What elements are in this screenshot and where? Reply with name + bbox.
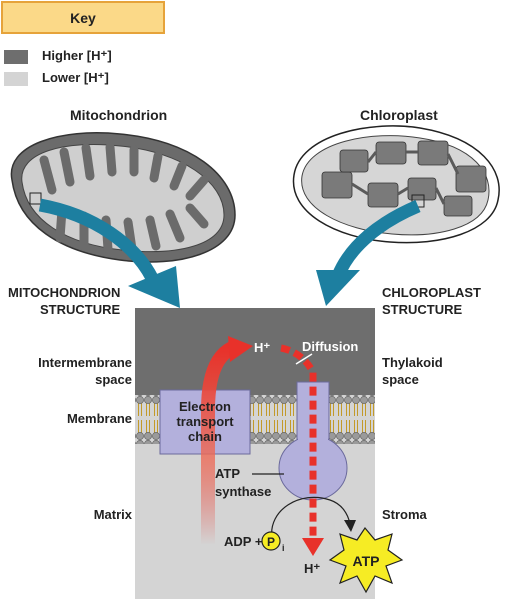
intermembrane-line1: Intermembrane xyxy=(38,355,132,370)
thylakoid-line2: space xyxy=(382,372,419,387)
etc-label-line3: chain xyxy=(188,429,222,444)
mitochondrion-structure-label: MITOCHONDRION STRUCTURE xyxy=(8,284,120,318)
key-lower-swatch xyxy=(4,72,28,86)
diffusion-leader xyxy=(295,353,313,365)
stroma-label: Stroma xyxy=(382,507,427,522)
atp-synthase-label-line1: ATP xyxy=(215,466,240,481)
mitochondrion-illustration xyxy=(10,132,236,263)
h-top-label: H⁺ xyxy=(254,340,270,355)
atp-label: ATP xyxy=(353,553,380,569)
diffusion-label: Diffusion xyxy=(302,339,358,354)
phosphate-label: P xyxy=(267,535,275,549)
atp-burst xyxy=(328,526,404,594)
intermembrane-region xyxy=(135,308,375,395)
thylakoid-label: Thylakoid space xyxy=(382,354,443,388)
key-higher-swatch xyxy=(4,50,28,64)
phosphate-circle xyxy=(261,531,281,551)
mitochondrion-zoom-arrow xyxy=(38,198,180,308)
intermembrane-label: Intermembrane space xyxy=(0,354,132,388)
adp-label: ADP + xyxy=(224,534,263,549)
intermembrane-line2: space xyxy=(95,372,132,387)
reaction-arrow xyxy=(271,496,351,539)
membrane-cross-section xyxy=(135,308,375,599)
chloroplast-structure-label: CHLOROPLAST STRUCTURE xyxy=(382,284,481,318)
mitochondrion-title: Mitochondrion xyxy=(70,107,168,123)
chloroplast-illustration xyxy=(292,125,500,244)
key-lower-label: Lower [H⁺] xyxy=(42,70,109,85)
phosphate-subscript: i xyxy=(282,543,285,553)
membrane-label: Membrane xyxy=(66,411,132,426)
matrix-label: Matrix xyxy=(93,507,132,522)
key-higher-label: Higher [H⁺] xyxy=(42,48,112,63)
etc-label-line2: transport xyxy=(176,414,234,429)
h-pumping-arrow xyxy=(201,336,253,545)
chloroplast-title: Chloroplast xyxy=(360,107,438,123)
chloroplast-structure-line1: CHLOROPLAST xyxy=(382,285,481,300)
h-bottom-label: H⁺ xyxy=(304,561,320,576)
mitochondrion-structure-line2: STRUCTURE xyxy=(40,302,121,317)
key-title: Key xyxy=(1,1,165,34)
etc-label-line1: Electron xyxy=(179,399,231,414)
atp-synthase-label-line2: synthase xyxy=(215,484,271,499)
h-diffusion-arrow xyxy=(280,344,324,556)
mitochondrion-structure-line1: MITOCHONDRION xyxy=(8,285,121,300)
thylakoid-line1: Thylakoid xyxy=(382,355,443,370)
chloroplast-zoom-arrow xyxy=(316,200,421,306)
chloroplast-structure-line2: STRUCTURE xyxy=(382,302,463,317)
